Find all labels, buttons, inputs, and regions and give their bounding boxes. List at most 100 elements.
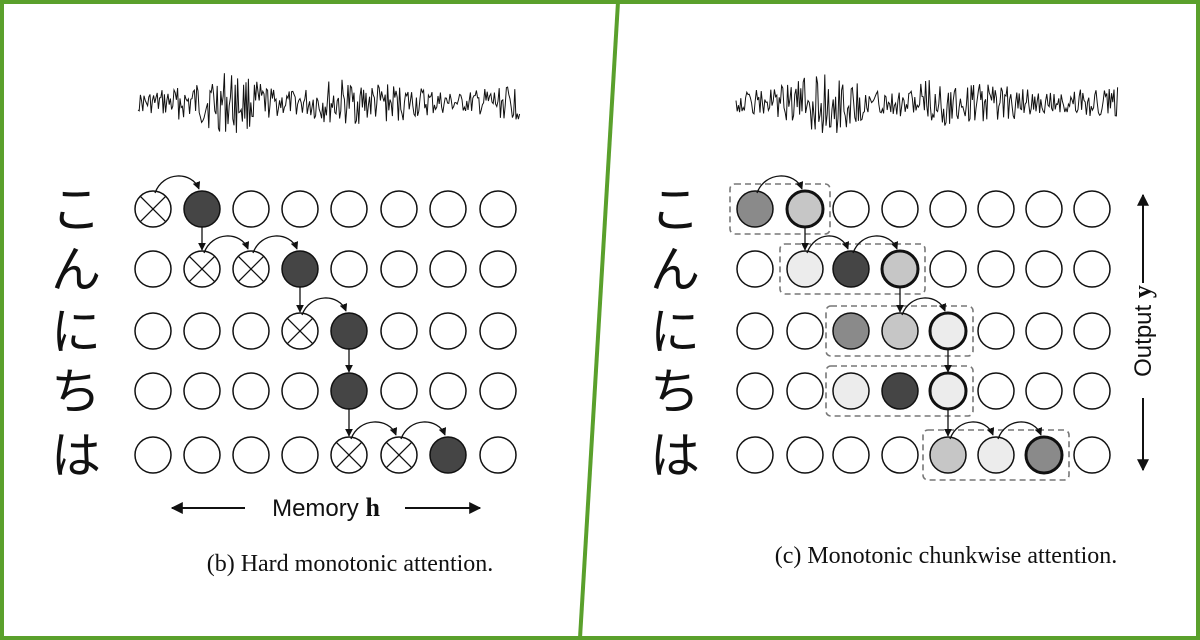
memory-node — [281, 436, 319, 474]
memory-node — [736, 372, 774, 410]
memory-node — [786, 436, 824, 474]
memory-node — [736, 312, 774, 350]
boundary-node — [1024, 435, 1064, 475]
memory-node — [786, 372, 824, 410]
output-character: ん — [51, 241, 101, 299]
chunk-node — [786, 250, 824, 288]
memory-node — [134, 250, 172, 288]
chunk-node — [881, 312, 919, 350]
chunk-box — [825, 365, 974, 417]
memory-node — [232, 436, 270, 474]
memory-node — [429, 190, 467, 228]
transition-arrow — [252, 235, 299, 254]
attention-grid — [736, 189, 1111, 475]
transition-arrow — [806, 235, 850, 254]
memory-node — [183, 312, 221, 350]
cross-mark — [385, 441, 413, 469]
attended-node — [429, 436, 467, 474]
boundary-node — [880, 249, 920, 289]
transition-arrow — [350, 421, 398, 440]
cross-mark — [188, 255, 216, 283]
memory-node — [330, 250, 368, 288]
memory-node — [736, 250, 774, 288]
transition-arrow — [852, 235, 899, 254]
attention-grid — [134, 190, 517, 474]
output-character: こ — [650, 181, 700, 239]
memory-node — [977, 250, 1015, 288]
memory-node — [1025, 372, 1063, 410]
transition-arrow — [400, 421, 447, 440]
chunk-box — [825, 305, 974, 357]
memory-node — [1025, 250, 1063, 288]
output-character: に — [650, 303, 700, 361]
memory-node — [429, 312, 467, 350]
memory-node — [232, 372, 270, 410]
transition-arrow — [949, 421, 995, 440]
attended-node — [330, 312, 368, 350]
output-character: ん — [650, 241, 700, 299]
memory-node — [881, 190, 919, 228]
memory-node — [429, 250, 467, 288]
memory-node — [380, 190, 418, 228]
output-character: こ — [51, 181, 101, 239]
memory-node — [380, 372, 418, 410]
cross-mark — [335, 441, 363, 469]
output-character: は — [51, 427, 101, 485]
memory-node — [786, 312, 824, 350]
memory-node — [832, 436, 870, 474]
chunk-node — [736, 190, 774, 228]
chunk-boxes — [729, 183, 1070, 481]
left-caption: (b) Hard monotonic attention. — [207, 551, 494, 577]
memory-node — [134, 312, 172, 350]
output-character: は — [650, 427, 700, 485]
transition-arrow — [301, 297, 348, 316]
attended-node — [330, 372, 368, 410]
transition-arrows — [154, 175, 447, 440]
memory-node — [1073, 250, 1111, 288]
memory-node — [134, 372, 172, 410]
audio-waveform — [735, 74, 1119, 133]
memory-node — [232, 312, 270, 350]
cross-mark — [237, 255, 265, 283]
memory-node — [232, 190, 270, 228]
transition-arrows — [756, 175, 1043, 440]
memory-node — [977, 190, 1015, 228]
memory-node — [479, 372, 517, 410]
transition-arrow — [901, 297, 947, 316]
transition-arrow — [997, 421, 1043, 440]
chunk-box — [779, 243, 926, 295]
boundary-node — [928, 311, 968, 351]
chunk-node — [977, 436, 1015, 474]
memory-node — [479, 436, 517, 474]
output-axis-label: Output y — [1128, 285, 1157, 377]
memory-node — [929, 250, 967, 288]
memory-node — [832, 190, 870, 228]
memory-node — [183, 436, 221, 474]
chunk-node — [832, 312, 870, 350]
memory-node — [429, 372, 467, 410]
memory-node — [1073, 372, 1111, 410]
memory-node — [881, 436, 919, 474]
memory-node — [977, 312, 1015, 350]
chunk-node — [832, 250, 870, 288]
memory-node — [1073, 190, 1111, 228]
chunk-box — [729, 183, 831, 235]
memory-node — [380, 312, 418, 350]
attended-node — [183, 190, 221, 228]
cross-mark — [286, 317, 314, 345]
memory-node — [1025, 312, 1063, 350]
boundary-node — [785, 189, 825, 229]
memory-axis-label: Memory h — [272, 493, 380, 522]
boundary-node — [928, 371, 968, 411]
output-character: ち — [650, 363, 700, 421]
memory-node — [479, 190, 517, 228]
memory-node — [330, 190, 368, 228]
memory-node — [1025, 190, 1063, 228]
chunk-box — [922, 429, 1070, 481]
